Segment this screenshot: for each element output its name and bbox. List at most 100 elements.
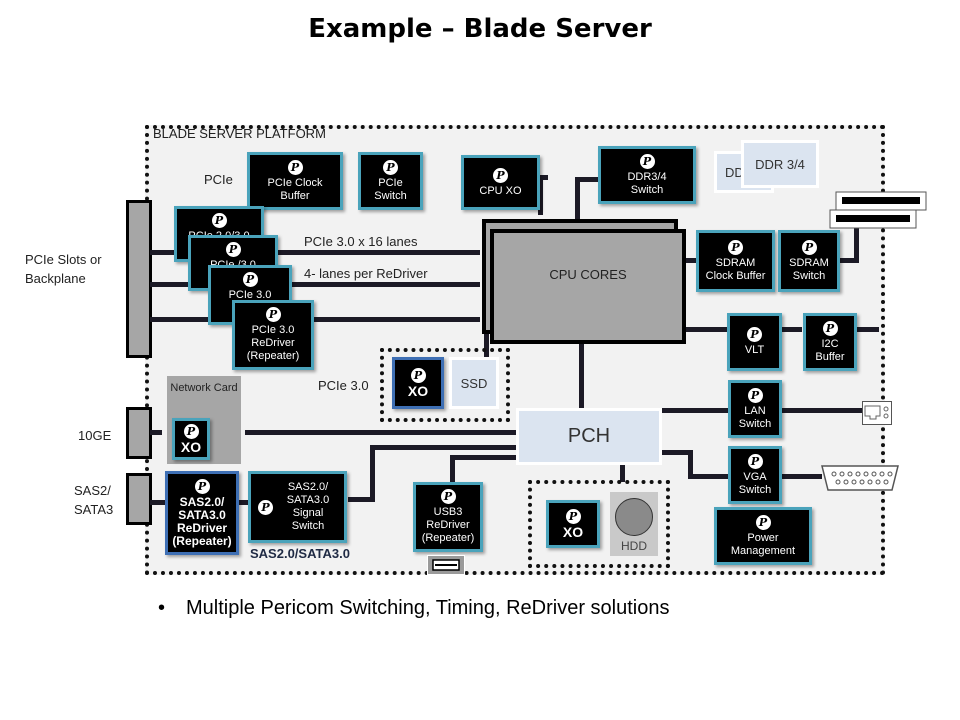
pch-block[interactable]: PCH <box>516 408 662 465</box>
chip-label: XO <box>407 383 429 399</box>
hdd-disk-icon <box>615 498 653 536</box>
wire-vlt <box>685 327 730 332</box>
wire-pch-sas-v <box>370 445 375 500</box>
ssd-group <box>380 348 510 422</box>
wire-pch-usb <box>450 455 520 460</box>
pericom-logo-icon: P <box>822 320 838 336</box>
vlt-chip[interactable]: P VLT <box>727 313 782 371</box>
sdram-clock-buffer-chip[interactable]: P SDRAM Clock Buffer <box>696 230 775 292</box>
usb3-redriver-chip[interactable]: P USB3 ReDriver (Repeater) <box>413 482 483 552</box>
10ge-connector <box>126 407 152 459</box>
wire-pch-vga-v <box>688 450 693 478</box>
wire-sdram <box>680 258 698 263</box>
power-management-chip[interactable]: P Power Management <box>714 507 812 565</box>
network-card-label: Network Card <box>170 382 238 394</box>
pericom-logo-icon: P <box>225 242 241 257</box>
pericom-logo-icon: P <box>747 453 763 469</box>
sdram-switch-chip[interactable]: P SDRAM Switch <box>778 230 840 292</box>
wire-nic-pch <box>245 430 520 435</box>
usb-port-icon <box>427 555 465 575</box>
wire-pch-usb-v <box>450 455 455 485</box>
cpu-cores-block[interactable]: CPU CORES <box>490 229 686 344</box>
sas-label: SAS2/ SATA3 <box>74 483 114 517</box>
cpu-xo-chip[interactable]: P CPU XO <box>461 155 540 210</box>
chip-label: I2C Buffer <box>815 337 845 363</box>
pcie-x16-label: PCIe 3.0 x 16 lanes <box>304 234 418 249</box>
wire-sas-in <box>150 500 168 505</box>
chip-label: CPU XO <box>479 184 522 197</box>
ddr-module-front: DDR 3/4 <box>741 140 819 188</box>
sas-redriver-chip[interactable]: P SAS2.0/ SATA3.0 ReDriver (Repeater) <box>165 471 239 555</box>
wire-cpu-xo <box>538 175 543 215</box>
wire-pch-hdd <box>620 457 625 482</box>
pcie-slot-connector <box>126 200 152 358</box>
chip-label: PCIe Switch <box>374 176 407 202</box>
ssd-block: SSD <box>449 357 499 409</box>
hdd-group <box>528 480 670 568</box>
sas-signal-switch-chip[interactable]: P SAS2.0/ SATA3.0 Signal Switch <box>248 471 347 543</box>
pcie-redriver-chip-4[interactable]: P PCIe 3.0 ReDriver (Repeater) <box>232 300 314 370</box>
pch-label: PCH <box>567 425 611 447</box>
pcie-label: PCIe <box>204 172 233 187</box>
pcie-switch-chip[interactable]: P PCIe Switch <box>358 152 423 210</box>
wire-pch-sas-h <box>348 497 375 502</box>
chip-label: VLT <box>744 344 765 356</box>
chip-label: XO <box>562 524 584 540</box>
pericom-logo-icon: P <box>183 424 199 439</box>
pericom-logo-icon: P <box>493 167 508 183</box>
wire-sdram-dimm <box>838 258 858 263</box>
wire-sas-mid <box>238 500 250 505</box>
chip-label: SDRAM Switch <box>789 256 829 282</box>
lan-switch-chip[interactable]: P LAN Switch <box>728 380 782 438</box>
pericom-logo-icon: P <box>287 159 303 175</box>
sas-group-label: SAS2.0/SATA3.0 <box>250 546 350 561</box>
chip-label: SDRAM Clock Buffer <box>705 256 766 282</box>
bullet-item: Multiple Pericom Switching, Timing, ReDr… <box>186 597 670 619</box>
i2c-buffer-chip[interactable]: P I2C Buffer <box>803 313 857 371</box>
pericom-logo-icon: P <box>242 272 258 287</box>
chip-label: SAS2.0/ SATA3.0 Signal Switch <box>286 481 330 532</box>
platform-label: BLADE SERVER PLATFORM <box>153 126 326 141</box>
ddr-front-label: DDR 3/4 <box>755 156 805 172</box>
lanes-per-redriver-label: 4- lanes per ReDriver <box>304 266 428 281</box>
chip-label: LAN Switch <box>738 404 772 430</box>
ssd-label: SSD <box>460 375 488 391</box>
wire-pch-sas <box>370 445 520 450</box>
chip-label: PCIe Clock Buffer <box>267 176 323 202</box>
vga-switch-chip[interactable]: P VGA Switch <box>728 446 782 504</box>
hdd-xo-chip[interactable]: P XO <box>546 500 600 548</box>
hdd-label: HDD <box>621 539 647 553</box>
ethernet-port-icon <box>862 401 892 425</box>
pericom-logo-icon: P <box>194 478 210 494</box>
wire-pcie-lane-1 <box>150 250 480 255</box>
sas-connector <box>126 473 152 525</box>
nic-xo-chip[interactable]: P XO <box>172 418 210 460</box>
pericom-logo-icon: P <box>801 239 817 255</box>
chip-label: VGA Switch <box>738 470 772 496</box>
pericom-logo-icon: P <box>755 514 771 530</box>
bullet-dot-icon: • <box>158 597 166 619</box>
pericom-logo-icon: P <box>639 153 655 169</box>
pcie-clock-buffer-chip[interactable]: P PCIe Clock Buffer <box>247 152 343 210</box>
wire-dimm-v <box>854 225 859 263</box>
chip-label: SAS2.0/ SATA3.0 ReDriver (Repeater) <box>172 494 232 548</box>
pericom-logo-icon: P <box>728 239 743 255</box>
wire-vlt-i2c <box>762 327 802 332</box>
chip-label: DDR3/4 Switch <box>627 170 667 196</box>
vga-connector-icon <box>821 465 899 491</box>
chip-label: XO <box>180 439 202 455</box>
cpu-cores-label: CPU CORES <box>549 266 627 282</box>
chip-label: PCIe 3.0 ReDriver (Repeater) <box>246 324 300 362</box>
bullet-list: • Multiple Pericom Switching, Timing, ReD… <box>158 597 670 620</box>
ddr-switch-chip[interactable]: P DDR3/4 Switch <box>598 146 696 204</box>
wire-lan-out <box>782 408 862 413</box>
pericom-logo-icon: P <box>211 213 227 228</box>
wire-pch-lan <box>660 408 730 413</box>
pericom-logo-icon: P <box>410 368 426 383</box>
ssd-xo-chip[interactable]: P XO <box>392 357 444 409</box>
pericom-logo-icon: P <box>265 307 281 322</box>
wire-i2c-out <box>854 327 879 332</box>
wire-ddr-switch-h <box>575 177 600 182</box>
pcie30-label: PCIe 3.0 <box>318 378 369 393</box>
wire-vga-out <box>782 474 822 479</box>
